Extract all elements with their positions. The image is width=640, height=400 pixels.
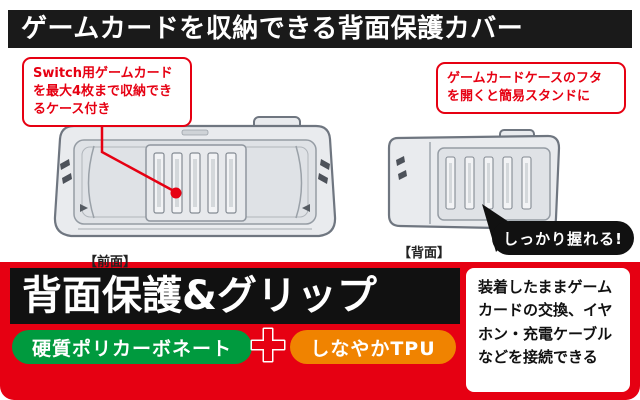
product-back-illustration [387, 129, 561, 231]
badge-tpu: しなやかTPU [290, 330, 456, 364]
title-banner: ゲームカードを収納できる背面保護カバー [8, 10, 632, 48]
title-text: ゲームカードを収納できる背面保護カバー [21, 14, 524, 44]
product-front-illustration [53, 116, 337, 238]
footer-banner: 背面保護&グリップ 硬質ポリカーボネート しなやかTPU 装着したままゲーム カ… [0, 262, 640, 400]
callout-card-storage: Switch用ゲームカード を最大4枚まで収納でき るケース付き [22, 57, 192, 127]
badge-polycarbonate: 硬質ポリカーボネート [12, 330, 252, 364]
front-view-label: 【前面】 [84, 255, 137, 270]
note-box: 装着したままゲーム カードの交換、イヤ ホン・充電ケーブル などを接続できる [466, 268, 630, 392]
back-view-label: 【背面】 [398, 246, 451, 261]
callout-stand: ゲームカードケースのフタ を開くと簡易スタンドに [436, 62, 626, 114]
headline-back-protection-grip: 背面保護&グリップ [10, 268, 460, 324]
plus-icon [250, 327, 286, 363]
grip-speech-bubble: しっかり握れる! [492, 221, 634, 255]
